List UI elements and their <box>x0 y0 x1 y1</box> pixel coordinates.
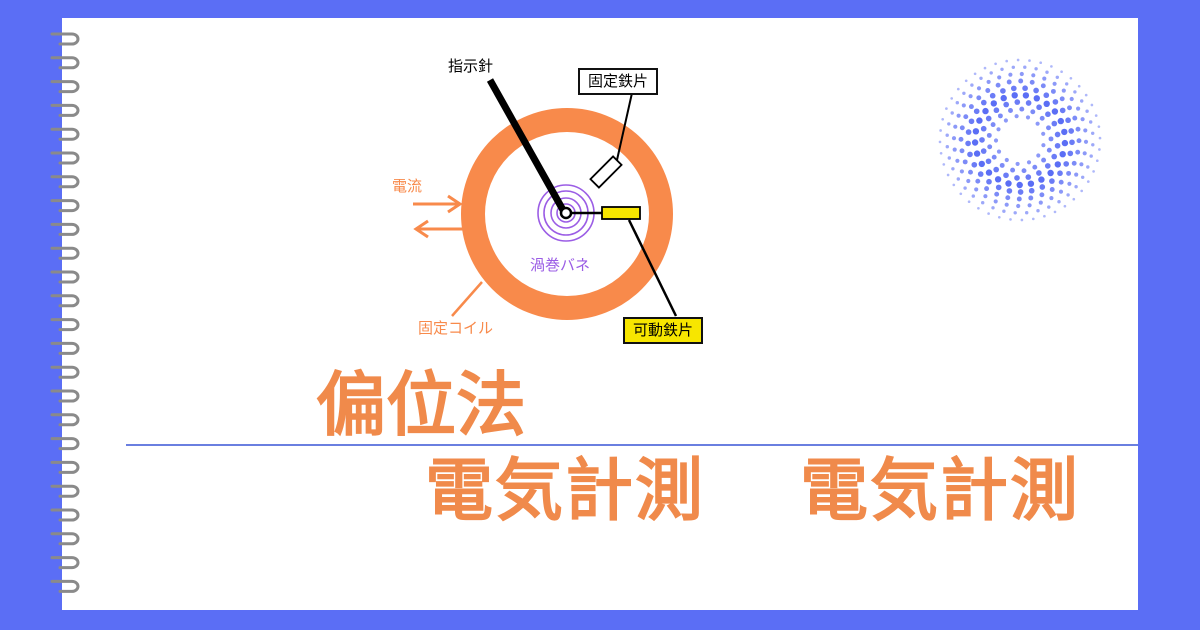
coil-label: 固定コイル <box>418 319 494 337</box>
moving-iron-label: 可動鉄片 <box>623 317 704 344</box>
subtitle-2: 電気計測 <box>800 452 1081 531</box>
pointer-label: 指示針 <box>448 57 494 75</box>
divider <box>126 444 1138 446</box>
spiral-binding-icon <box>50 32 80 593</box>
pointer-needle <box>486 78 567 212</box>
moving-iron-piece <box>601 206 641 220</box>
fixed-iron-piece <box>589 155 623 189</box>
spring-label: 渦巻バネ <box>530 256 591 274</box>
fixed-coil-ring <box>461 108 673 320</box>
page-title: 偏位法 <box>316 364 526 446</box>
pivot <box>559 206 573 220</box>
coil-leader <box>451 281 483 317</box>
fixed-iron-leader <box>616 92 633 161</box>
moving-iron-leader <box>627 219 678 317</box>
arrow-right-icon <box>413 194 463 214</box>
arrow-left-icon <box>413 219 463 239</box>
subtitle-1: 電気計測 <box>425 452 706 531</box>
dot-halftone-circle-icon <box>938 58 1102 222</box>
current-label: 電流 <box>392 177 423 195</box>
fixed-iron-label: 固定鉄片 <box>578 68 659 95</box>
